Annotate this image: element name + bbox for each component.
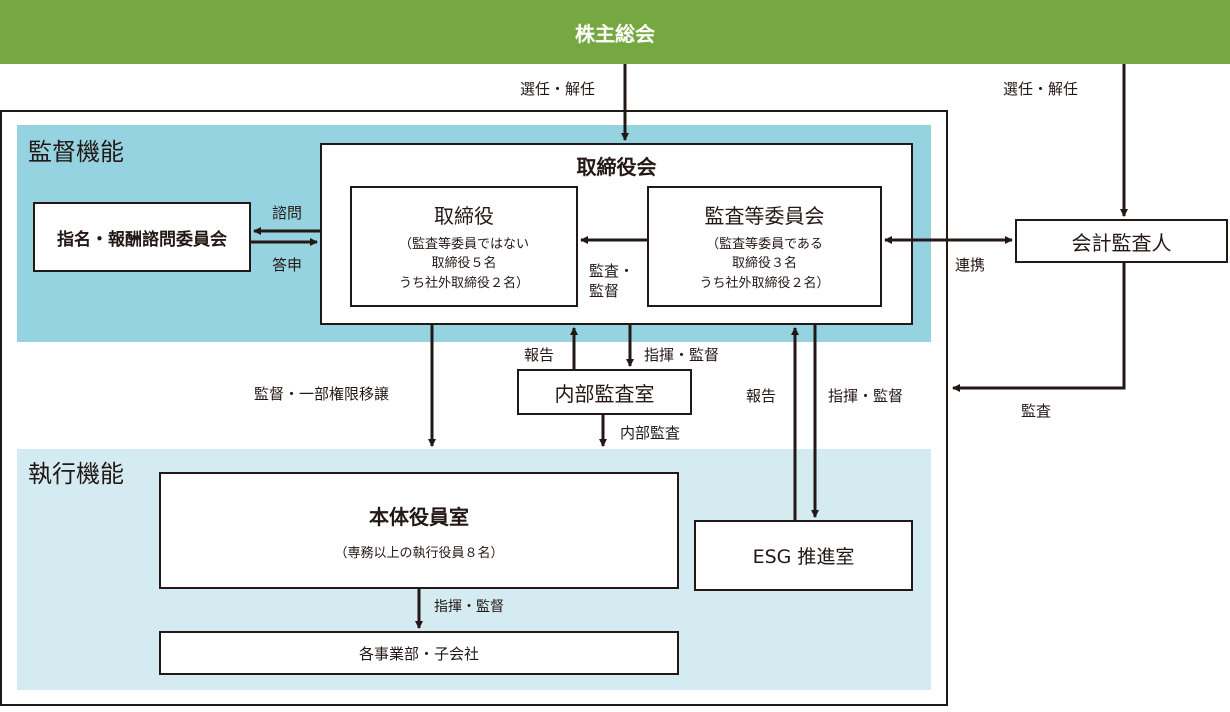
- executive-office-title: 本体役員室: [369, 504, 469, 529]
- directors-title: 取締役: [434, 203, 494, 228]
- board-title: 取締役会: [576, 155, 657, 179]
- esg-office-label: ESG 推進室: [752, 546, 855, 568]
- executive-office-box: 本体役員室 （専務以上の執行役員８名）: [159, 472, 679, 589]
- audit-committee-line-3: うち社外取締役２名）: [699, 275, 830, 291]
- executive-section-label: 執行機能: [28, 460, 124, 488]
- shareholders-meeting-label: 株主総会: [575, 21, 655, 46]
- label-cooperation: 連携: [955, 256, 986, 274]
- audit-committee-title: 監査等委員会: [704, 203, 825, 228]
- label-report-esg: 報告: [746, 387, 777, 405]
- internal-audit-office-label: 内部監査室: [554, 381, 655, 406]
- label-elect-dismiss-auditor: 選任・解任: [1003, 80, 1079, 98]
- label-audit-supervise-2: 監督: [589, 282, 620, 300]
- label-direct-esg: 指揮・監督: [828, 387, 904, 405]
- directors-line-1: （監査等委員ではない: [398, 236, 529, 252]
- label-audit-supervise-1: 監査・: [589, 262, 635, 280]
- divisions-box: 各事業部・子会社: [159, 631, 679, 675]
- label-direct-internal: 指揮・監督: [644, 346, 720, 364]
- company-frame: [0, 110, 948, 706]
- label-answer: 答申: [272, 256, 303, 274]
- executive-office-subtitle: （専務以上の執行役員８名）: [334, 545, 504, 561]
- esg-office-box: ESG 推進室: [694, 520, 913, 591]
- accounting-auditor-box: 会計監査人: [1015, 219, 1228, 263]
- directors-box: 取締役 （監査等委員ではない 取締役５名 うち社外取締役２名）: [350, 186, 578, 307]
- audit-committee-line-1: （監査等委員である: [706, 236, 823, 252]
- label-report-internal: 報告: [524, 346, 555, 364]
- accounting-auditor-label: 会計監査人: [1071, 230, 1172, 255]
- label-direct-divisions: 指揮・監督: [434, 599, 504, 615]
- audit-committee-box: 監査等委員会 （監査等委員である 取締役３名 うち社外取締役２名）: [647, 186, 882, 307]
- arrow-audit: [952, 263, 1126, 392]
- label-consult: 諮問: [272, 204, 303, 222]
- label-internal-audit: 内部監査: [620, 424, 681, 442]
- nomination-committee-label: 指名・報酬諮問委員会: [57, 229, 227, 250]
- directors-line-2: 取締役５名: [431, 256, 497, 272]
- label-audit: 監査: [1021, 402, 1052, 420]
- label-elect-dismiss-board: 選任・解任: [520, 80, 596, 98]
- divisions-label: 各事業部・子会社: [358, 644, 479, 663]
- label-supervise-delegate: 監督・一部権限移譲: [254, 385, 390, 403]
- nomination-committee-box: 指名・報酬諮問委員会: [33, 202, 251, 272]
- audit-committee-line-2: 取締役３名: [731, 256, 797, 272]
- shareholders-meeting-banner: 株主総会: [0, 0, 1230, 64]
- internal-audit-office-box: 内部監査室: [517, 369, 692, 415]
- directors-line-3: うち社外取締役２名）: [398, 275, 529, 291]
- supervisory-section-label: 監督機能: [28, 138, 124, 166]
